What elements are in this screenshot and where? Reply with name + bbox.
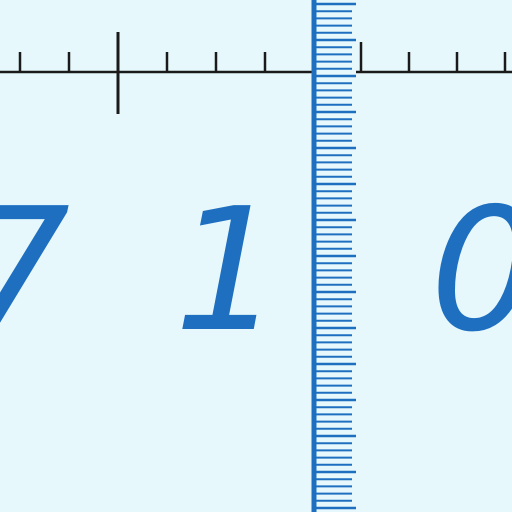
minor-ticks-right [359,42,507,72]
scale-digit-middle: 1 [174,172,283,370]
minor-ticks-left [18,52,267,72]
vernier-graduations [314,2,356,510]
scale-digit-left: 7 [0,186,70,356]
vernier-strip [311,0,356,512]
scale-digit-right: 0 [430,186,512,356]
